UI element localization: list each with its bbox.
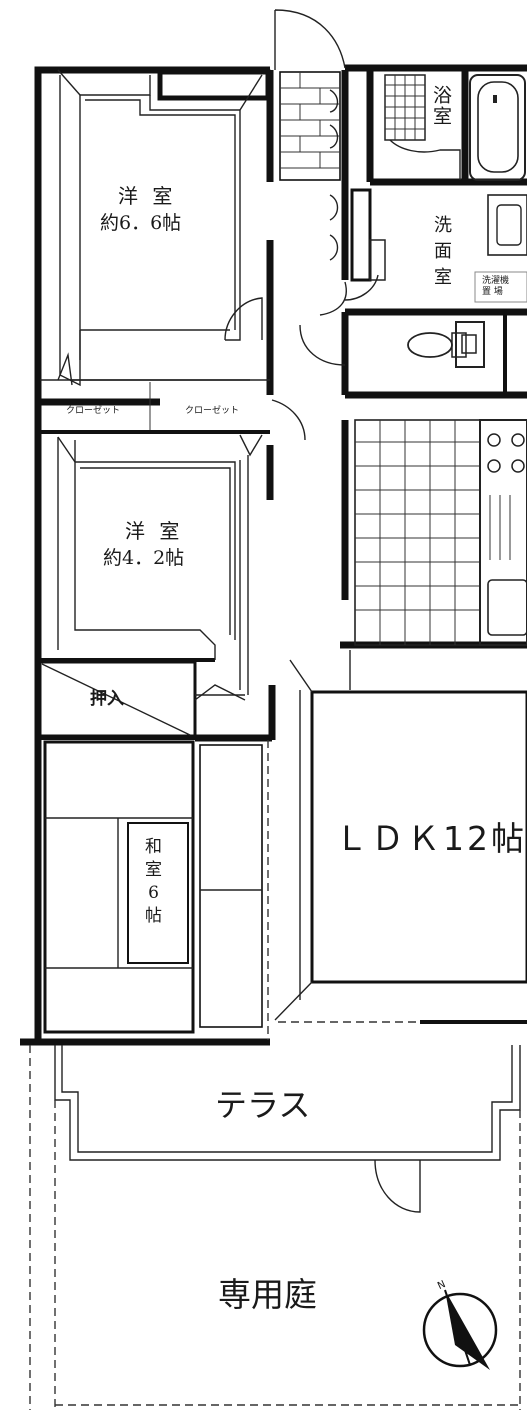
japanese-room-label: 和 室 6 帖 bbox=[145, 837, 162, 926]
western-room-1-name: 洋 室 bbox=[118, 184, 177, 208]
closet-1-label: クローゼット bbox=[66, 406, 121, 416]
western-room-1-outline bbox=[57, 69, 271, 387]
washroom-fixtures bbox=[344, 188, 527, 303]
terrace-outline bbox=[54, 1045, 521, 1213]
bath-label: 浴室 bbox=[430, 85, 452, 127]
garden-label: 専用庭 bbox=[218, 1275, 317, 1314]
laundry-label: 洗濯機 置 場 bbox=[482, 276, 510, 297]
western-room-2-name: 洋 室 bbox=[125, 519, 184, 543]
terrace-label: テラス bbox=[215, 1086, 311, 1124]
entrance-area bbox=[224, 9, 347, 441]
western-room-1-size: 約6．6帖 bbox=[100, 212, 182, 234]
kitchen-tile-grid bbox=[354, 419, 481, 646]
closet-2-label: クローゼット bbox=[185, 406, 240, 416]
toilet-fixture bbox=[407, 321, 485, 368]
western-room-2-outline bbox=[57, 436, 249, 695]
ldk-label: ＬＤＫ12帖 bbox=[335, 819, 527, 858]
western-room-2-size: 約4．2帖 bbox=[103, 547, 185, 569]
bathroom-fixtures bbox=[384, 74, 526, 181]
japanese-room-tatami bbox=[43, 740, 269, 1040]
washroom-label: 洗面室 bbox=[431, 215, 452, 293]
ldk-outline bbox=[274, 650, 527, 1023]
closet-area bbox=[40, 352, 270, 457]
garden-outline bbox=[29, 1045, 521, 1410]
compass-icon bbox=[422, 1289, 498, 1370]
oshiire-label: 押入 bbox=[90, 689, 124, 709]
kitchen-counter bbox=[479, 419, 527, 646]
oshiire-outline bbox=[38, 660, 246, 738]
